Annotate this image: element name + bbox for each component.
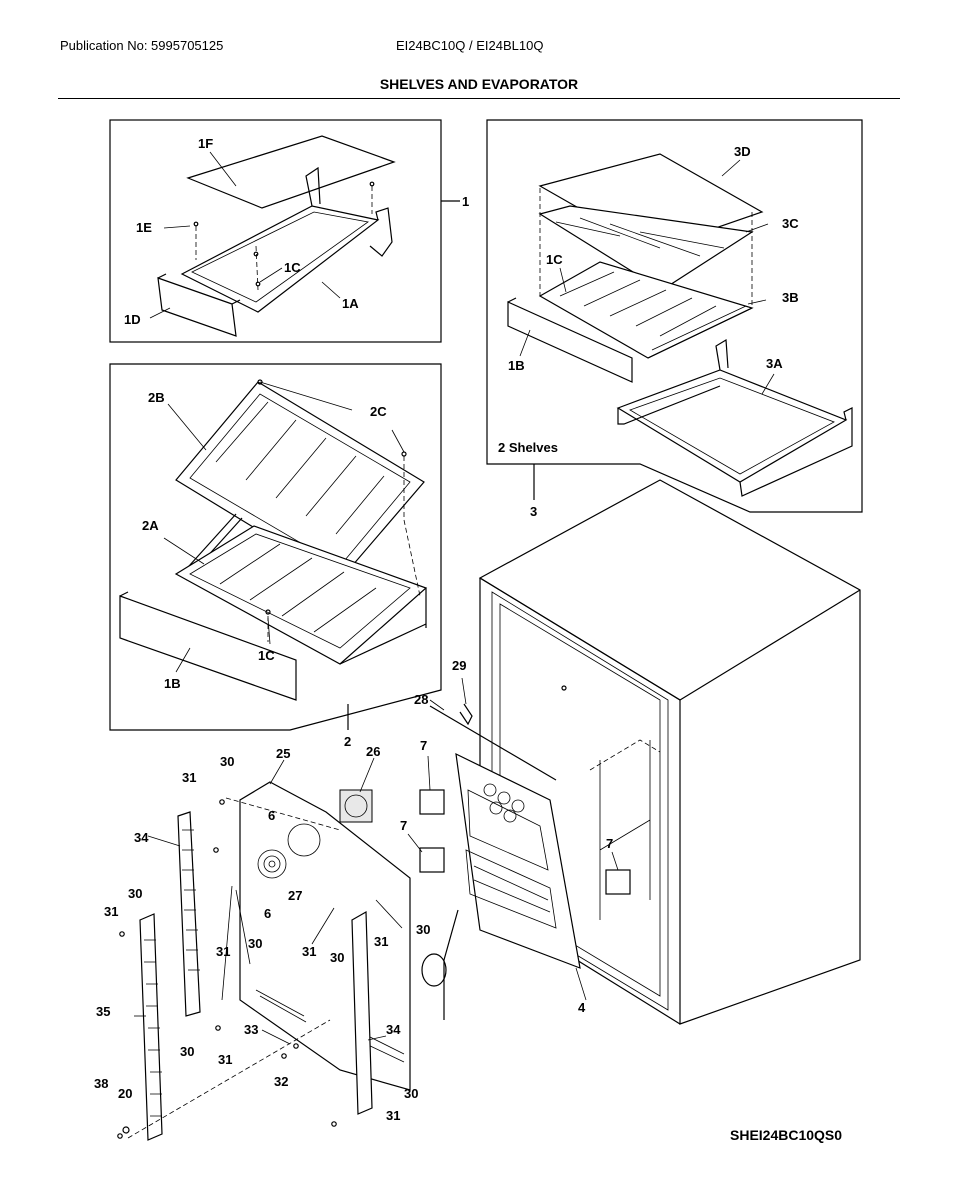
panel-shelf-1 bbox=[109, 119, 460, 343]
callout-4: 4 bbox=[578, 1000, 586, 1015]
rail-34-left bbox=[177, 811, 201, 1017]
callout-1d: 1D bbox=[124, 312, 141, 327]
sensor-wire-28 bbox=[429, 705, 557, 781]
publication-number: Publication No: 5995705125 bbox=[60, 38, 224, 53]
panel-shelf-3 bbox=[486, 119, 863, 513]
callout-28: 28 bbox=[414, 692, 428, 707]
callout-3a: 3A bbox=[766, 356, 783, 371]
callout-34-right: 34 bbox=[386, 1022, 401, 1037]
callout-26: 26 bbox=[366, 744, 380, 759]
callout-31-b: 31 bbox=[104, 904, 118, 919]
callout-30-d: 30 bbox=[330, 950, 344, 965]
diagram-code: SHEI24BC10QS0 bbox=[730, 1127, 843, 1143]
callout-2b: 2B bbox=[148, 390, 165, 405]
callout-32: 32 bbox=[274, 1074, 288, 1089]
callout-30-g: 30 bbox=[404, 1086, 418, 1101]
block-7-c bbox=[605, 869, 631, 895]
callout-30-c: 30 bbox=[248, 936, 262, 951]
page-title: SHELVES AND EVAPORATOR bbox=[379, 76, 579, 92]
callout-6-a: 6 bbox=[268, 808, 275, 823]
callout-1e: 1E bbox=[136, 220, 152, 235]
callout-31-g: 31 bbox=[386, 1108, 400, 1123]
front-trim-1b bbox=[119, 595, 297, 701]
shelf-frame-3a bbox=[616, 369, 848, 483]
fan-guard-27 bbox=[257, 849, 287, 879]
front-trim-1b-upper bbox=[507, 301, 633, 383]
callout-1b-panel2: 1B bbox=[164, 676, 181, 691]
callout-1b-panel3: 1B bbox=[508, 358, 525, 373]
model-numbers: EI24BC10Q / EI24BL10Q bbox=[396, 38, 544, 53]
callout-2: 2 bbox=[344, 734, 351, 749]
callout-38: 38 bbox=[94, 1076, 108, 1091]
callout-29: 29 bbox=[452, 658, 466, 673]
callout-1c-panel2: 1C bbox=[258, 648, 275, 663]
rail-35 bbox=[139, 913, 163, 1141]
callout-3b: 3B bbox=[782, 290, 799, 305]
callout-1f: 1F bbox=[198, 136, 213, 151]
callout-1c: 1C bbox=[284, 260, 301, 275]
callout-35: 35 bbox=[96, 1004, 110, 1019]
evaporator-4 bbox=[421, 752, 581, 1020]
callout-31-d: 31 bbox=[302, 944, 316, 959]
front-trim-1d bbox=[157, 277, 237, 337]
callout-2c: 2C bbox=[370, 404, 387, 419]
callout-31-f: 31 bbox=[218, 1052, 232, 1067]
shelf-note: 2 Shelves bbox=[498, 440, 558, 455]
callout-7-a: 7 bbox=[420, 738, 427, 753]
callout-31-c: 31 bbox=[216, 944, 230, 959]
callout-30-a: 30 bbox=[220, 754, 234, 769]
callout-1c-panel3: 1C bbox=[546, 252, 563, 267]
panel-shelf-2 bbox=[109, 363, 442, 731]
callout-7-c: 7 bbox=[606, 836, 613, 851]
callout-30-b: 30 bbox=[128, 886, 142, 901]
callout-6-b: 6 bbox=[264, 906, 271, 921]
clip-29 bbox=[459, 703, 473, 726]
callout-3d: 3D bbox=[734, 144, 751, 159]
header-rule bbox=[58, 98, 900, 99]
rail-34-right bbox=[351, 910, 373, 1115]
callout-3: 3 bbox=[530, 504, 537, 519]
callout-34-left: 34 bbox=[134, 830, 149, 845]
callout-30-e: 30 bbox=[416, 922, 430, 937]
rails bbox=[139, 811, 373, 1141]
callout-1: 1 bbox=[462, 194, 469, 209]
block-7-b bbox=[419, 847, 445, 873]
callout-2a: 2A bbox=[142, 518, 159, 533]
callout-7-b: 7 bbox=[400, 818, 407, 833]
callout-30-f: 30 bbox=[180, 1044, 194, 1059]
callout-25: 25 bbox=[276, 746, 290, 761]
callout-33: 33 bbox=[244, 1022, 258, 1037]
callout-20: 20 bbox=[118, 1086, 132, 1101]
callout-3c: 3C bbox=[782, 216, 799, 231]
callout-27: 27 bbox=[288, 888, 302, 903]
block-7-a bbox=[419, 789, 445, 815]
glass-plate-1f bbox=[186, 135, 396, 209]
callout-31-a: 31 bbox=[182, 770, 196, 785]
callout-1a: 1A bbox=[342, 296, 359, 311]
callout-31-e: 31 bbox=[374, 934, 388, 949]
